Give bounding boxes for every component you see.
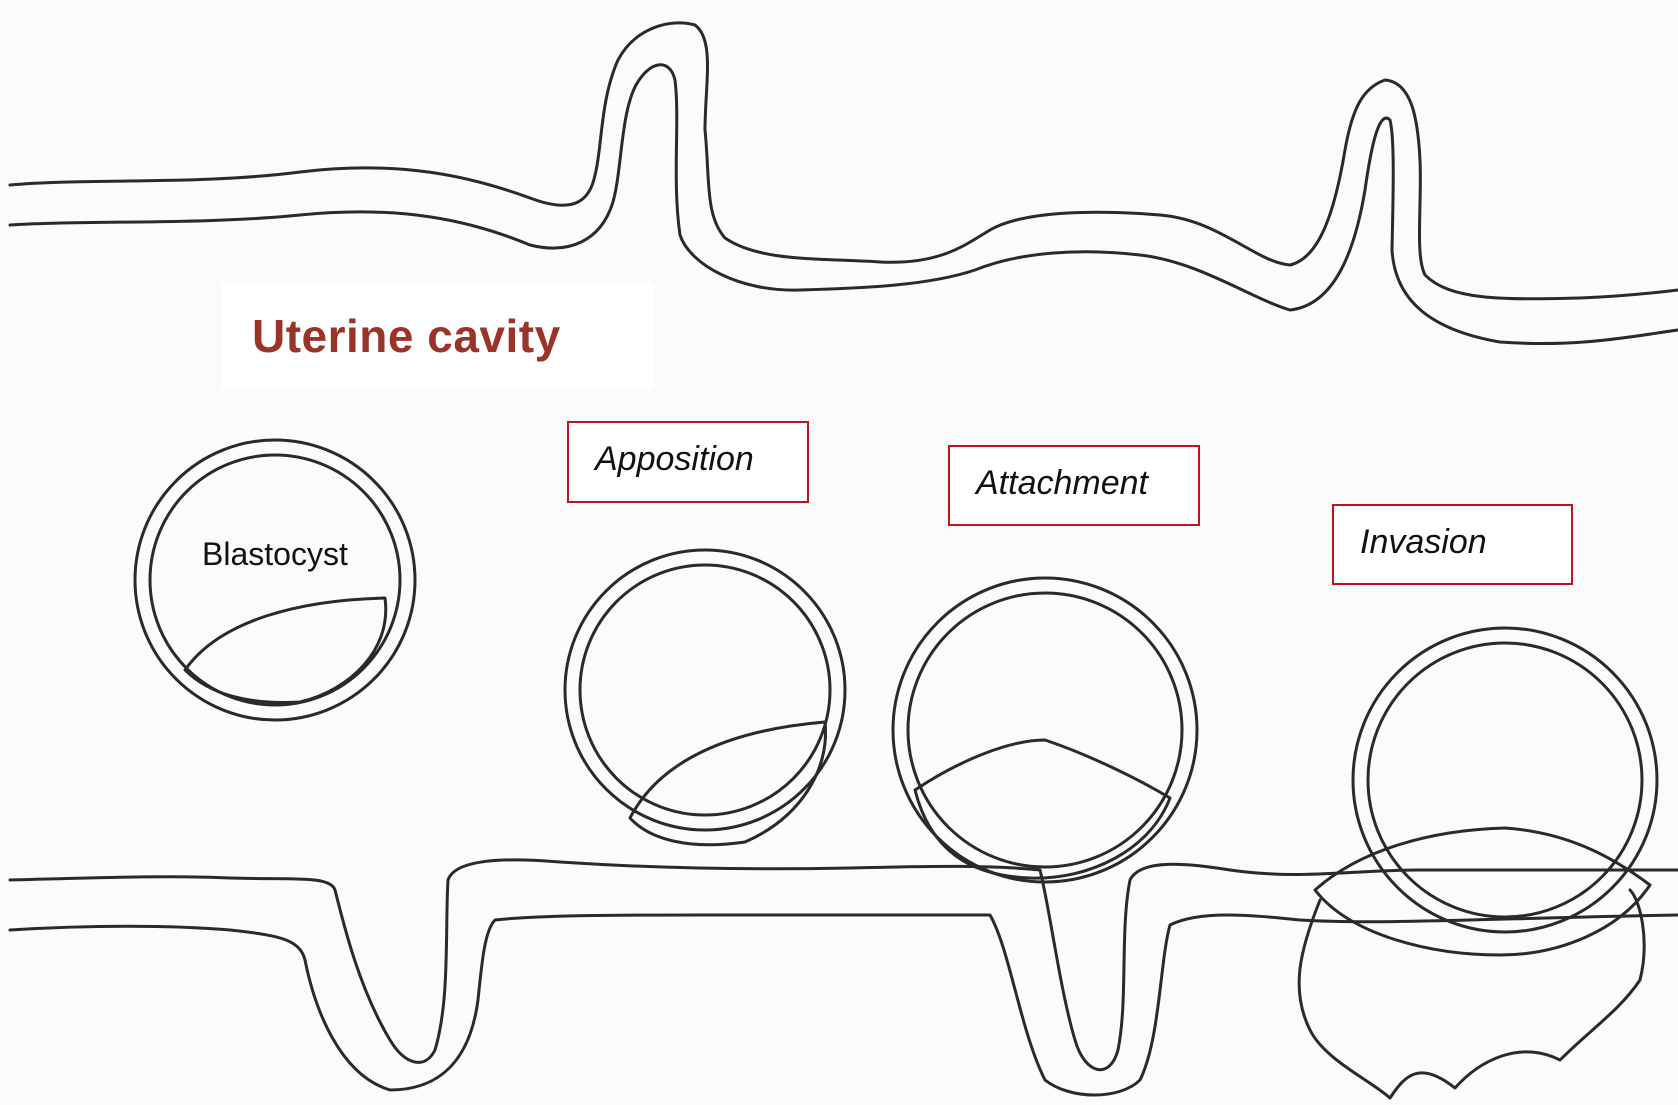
attachment-blastocyst-outline: [893, 578, 1197, 882]
attachment-inner-cell-mass: [915, 740, 1170, 878]
invasion-blastocyst-outline: [1353, 628, 1657, 932]
attachment-text: Attachment: [976, 464, 1148, 502]
invasion-inner-cell-mass: [1315, 828, 1650, 955]
blastocyst-label: Blastocyst: [202, 536, 348, 573]
invasion-label: Invasion: [1332, 504, 1573, 585]
lower-epithelium-outer: [10, 915, 1678, 1095]
blastocyst-outline: [135, 440, 415, 720]
apposition-blastocyst-inner: [580, 565, 830, 815]
lower-epithelium: [10, 860, 1678, 1070]
apposition-blastocyst-outline: [565, 550, 845, 830]
apposition-label: Apposition: [567, 421, 809, 503]
attachment-label: Attachment: [948, 445, 1200, 526]
apposition-text: Apposition: [595, 440, 754, 478]
upper-epithelium: [10, 23, 1678, 299]
invasion-blastocyst-inner: [1368, 643, 1642, 917]
attachment-blastocyst-inner: [908, 593, 1182, 867]
apposition-inner-cell-mass: [630, 722, 826, 845]
blastocyst-inner-cell-mass: [185, 598, 386, 703]
uterine-cavity-label: Uterine cavity: [222, 282, 654, 390]
uterine-cavity-text: Uterine cavity: [252, 310, 561, 362]
invasion-text: Invasion: [1360, 523, 1487, 561]
